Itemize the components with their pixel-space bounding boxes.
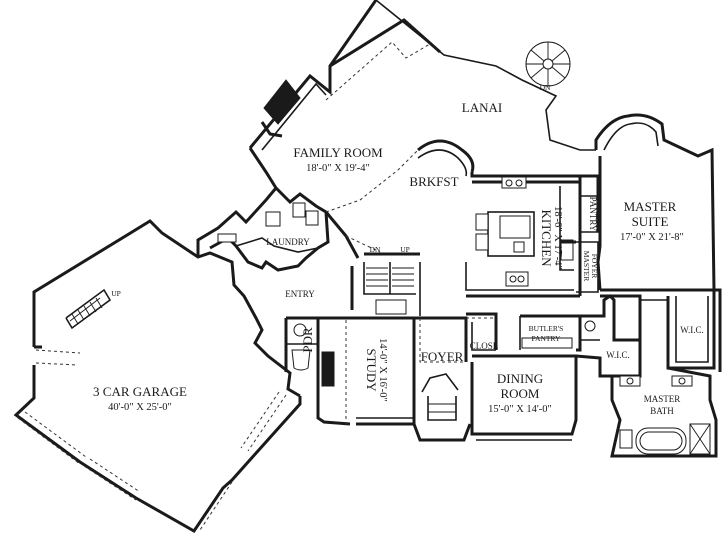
study-label: STUDY bbox=[364, 348, 379, 392]
butlers-pantry-label: BUTLER'S bbox=[529, 324, 564, 333]
family-room-size: 18'-0" X 19'-4" bbox=[306, 163, 370, 174]
master-suite-walls bbox=[594, 113, 722, 372]
family-room-label: FAMILY ROOM bbox=[293, 145, 383, 160]
garage-label: 3 CAR GARAGE bbox=[93, 384, 187, 399]
center-stair bbox=[350, 252, 421, 316]
master-bath-walls bbox=[575, 288, 718, 458]
spiral-stair bbox=[525, 41, 571, 87]
master-foyer-label-2: FOYER bbox=[590, 254, 599, 279]
kitchen-size: 18'-6" X 17'-4" bbox=[552, 206, 563, 270]
foyer-walls bbox=[412, 316, 496, 442]
master-suite-label-2: SUITE bbox=[632, 214, 669, 229]
close-label: CLOSE bbox=[470, 341, 499, 351]
main-stair-up-label: UP bbox=[400, 245, 410, 254]
garage-stair bbox=[65, 288, 112, 330]
laundry-label: LAUNDRY bbox=[266, 237, 310, 247]
study-walls bbox=[284, 316, 416, 426]
dining-room-label-2: ROOM bbox=[500, 386, 539, 401]
wic-left-label: W.I.C. bbox=[606, 350, 629, 360]
lanai-label: LANAI bbox=[462, 100, 502, 115]
garage-stair-up-label: UP bbox=[111, 289, 121, 298]
family-room-walls bbox=[248, 0, 378, 259]
master-bath-label-2: BATH bbox=[650, 406, 674, 416]
master-suite-size: 17'-0" X 21'-8" bbox=[620, 232, 684, 243]
breakfast-bay bbox=[325, 139, 475, 253]
kitchen-walls bbox=[465, 156, 602, 298]
master-foyer-label: MASTER bbox=[582, 251, 591, 281]
master-suite-label: MASTER bbox=[624, 199, 677, 214]
brkfst-label: BRKFST bbox=[409, 174, 458, 189]
master-bath-label: MASTER bbox=[644, 394, 681, 404]
pdr-label: PDR bbox=[300, 327, 315, 353]
main-stair-dn-label: DN bbox=[370, 245, 381, 254]
dining-walls bbox=[466, 312, 582, 441]
study-size: 14'-0" X 16'-0" bbox=[377, 338, 388, 402]
dining-room-label: DINING bbox=[497, 371, 543, 386]
pantry-label: PANTRY bbox=[588, 197, 598, 232]
butlers-pantry-label-2: PANTRY bbox=[532, 334, 561, 343]
lanai-walls bbox=[325, 0, 596, 151]
foyer-label: FOYER bbox=[421, 349, 464, 364]
kitchen-label: KITCHEN bbox=[539, 209, 554, 267]
laundry-walls bbox=[196, 185, 330, 272]
wic-right-label: W.I.C. bbox=[680, 325, 703, 335]
garage-size: 40'-0" X 25'-0" bbox=[108, 402, 172, 413]
spiral-stair-dn-label: DN bbox=[540, 83, 551, 92]
garage-walls bbox=[13, 219, 302, 533]
entry-label: ENTRY bbox=[285, 289, 315, 299]
dining-room-size: 15'-0" X 14'-0" bbox=[488, 404, 552, 415]
